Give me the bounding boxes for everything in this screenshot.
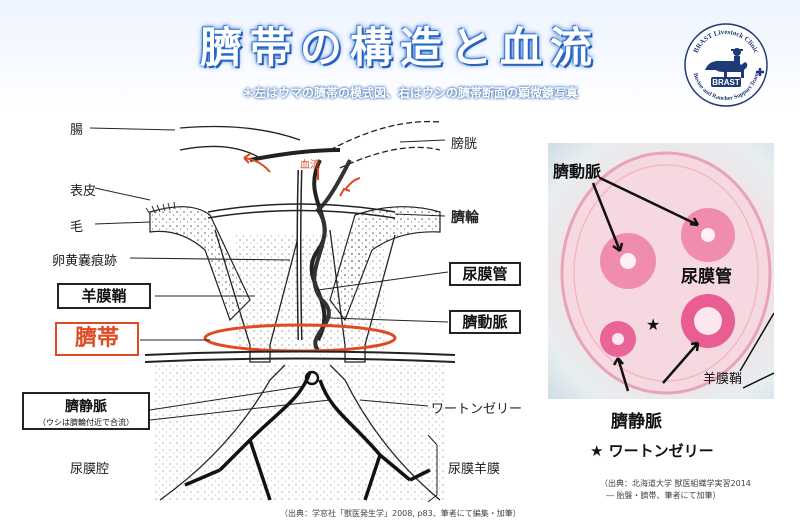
umbilical-artery-1 — [249, 148, 341, 341]
box-amnion-sheath: 羊膜鞘 — [57, 283, 151, 309]
label-yolk-sac-remnant: 卵黄嚢痕跡 — [52, 254, 118, 269]
hair-marks — [145, 201, 176, 215]
photo-label-vein: 臍静脈 — [611, 412, 662, 432]
label-bladder: 膀胱 — [451, 137, 478, 152]
photo-label-urachus: 尿膜管 — [681, 267, 732, 287]
photo-label-artery: 臍動脈 — [553, 162, 602, 181]
micrograph-drawing — [560, 151, 774, 395]
cut-line — [144, 350, 456, 363]
label-allantoamnion: 尿膜羊膜 — [448, 462, 501, 477]
logo-badge: BRAST — [712, 78, 740, 87]
header-banner — [0, 0, 800, 110]
photo-label-amnion-sheath: 羊膜鞘 — [703, 372, 743, 387]
intestine-outline — [179, 125, 301, 159]
vein-cross-sections — [600, 294, 735, 357]
page-subtitle: ＊左はウマの臍帯の模式図、右はウシの臍帯断面の顕微鏡写真 — [241, 86, 578, 100]
box-umbilical-vein-title: 臍静脈 — [65, 399, 107, 415]
label-umbilical-ring: 臍輪 — [451, 210, 479, 226]
leader-lines — [89, 127, 449, 503]
label-hair: 毛 — [70, 220, 84, 235]
brast-logo: BRAST Livestock Clinic Bovine and Ranche… — [684, 23, 768, 107]
umbilical-ring-line — [207, 203, 396, 219]
blood-flow-arrows — [243, 153, 361, 197]
box-umbilical-vein-note: （ウシは臍輪付近で合流） — [38, 418, 134, 427]
label-skin: 表皮 — [70, 184, 97, 199]
box-urachus: 尿膜管 — [449, 262, 521, 286]
page-title: 臍帯の構造と血流 — [199, 23, 600, 72]
box-umbilical-vein: 臍静脈 （ウシは臍輪付近で合流） — [22, 392, 150, 430]
citation-left: （出典：学窓社「獣医発生学」2008, p83、筆者にて編集・加筆） — [280, 509, 521, 518]
label-allantoic-cavity: 尿膜腔 — [70, 462, 110, 477]
umbilical-schematic — [89, 120, 456, 503]
micrograph-photo — [548, 143, 774, 399]
box-umbilical-artery: 臍動脈 — [449, 310, 521, 334]
photo-label-star: ★ — [646, 315, 661, 334]
bladder-outline — [329, 120, 441, 169]
label-blood-flow: 血流 — [300, 160, 320, 171]
umbilical-artery-2 — [312, 159, 352, 352]
label-intestine: 腸 — [70, 123, 84, 138]
umbilical-vein-branches — [184, 370, 431, 501]
cow-farmer-icon — [705, 48, 748, 78]
photo-label-wharton-jelly: ★ ワートンゼリー — [590, 442, 714, 460]
citation-right-line1: （出典：北海道大学 獣医組織学実習2014 — [600, 479, 751, 488]
box-umbilical-cord: 臍帯 — [55, 322, 139, 356]
citation-right-line2: ― 胎盤・臍帯、筆者にて加筆） — [606, 491, 721, 500]
label-wharton-jelly: ワートンゼリー — [431, 402, 523, 417]
